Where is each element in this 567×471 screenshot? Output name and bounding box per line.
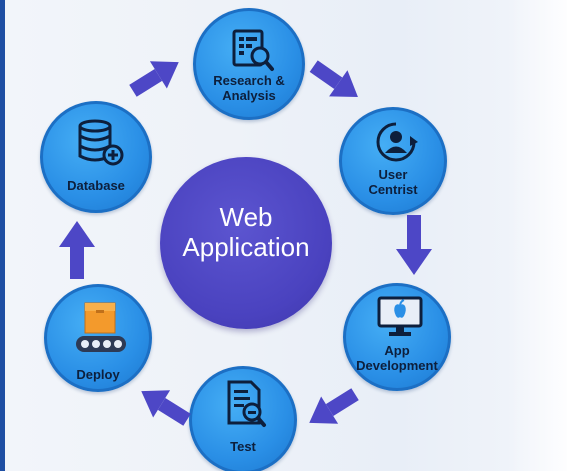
database-plus-icon — [78, 119, 124, 166]
arrow-database-to-research — [129, 61, 179, 97]
node-deploy: Deploy — [44, 284, 152, 392]
node-label-user-line2: Centrist — [368, 182, 418, 197]
node-research-analysis: Research & Analysis — [193, 8, 305, 120]
node-app-development: App Development — [343, 283, 451, 391]
arrow-research-to-user — [309, 60, 358, 98]
monitor-apple-icon — [377, 296, 423, 336]
node-label-database: Database — [67, 178, 125, 193]
right-edge-glow — [507, 0, 567, 471]
arrow-user-to-app — [396, 215, 432, 275]
node-label-deploy: Deploy — [76, 367, 120, 382]
center-node: Web Application — [160, 157, 332, 329]
arrow-app-to-test — [309, 388, 359, 424]
center-title-line2: Application — [182, 232, 310, 262]
center-title-line1: Web — [219, 202, 273, 232]
node-label-app-line1: App — [384, 343, 410, 358]
arrow-deploy-to-database — [59, 221, 95, 279]
node-label-test: Test — [230, 439, 256, 454]
left-edge-bar — [0, 0, 5, 471]
node-database: Database — [40, 101, 152, 213]
node-test: Test — [189, 366, 297, 471]
node-label-app-line2: Development — [356, 358, 438, 373]
node-label-research-line2: Analysis — [222, 88, 276, 103]
user-refresh-icon — [376, 122, 418, 162]
node-user-centrist: User Centrist — [339, 107, 447, 215]
document-magnifier-icon — [232, 29, 274, 71]
checklist-magnifier-icon — [227, 380, 266, 427]
box-conveyor-icon — [76, 302, 126, 352]
node-label-research-line1: Research & — [213, 73, 285, 88]
node-label-user-line1: User — [378, 167, 408, 182]
arrow-test-to-deploy — [141, 390, 191, 426]
